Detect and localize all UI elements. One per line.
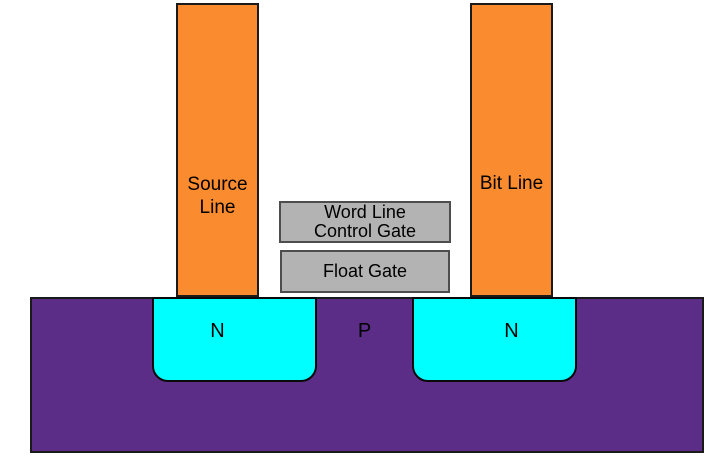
p-substrate (30, 297, 704, 453)
source-line-label: Source Line (187, 174, 248, 218)
word-line-label: Word Line (324, 202, 406, 222)
control-gate-label: Control Gate (313, 221, 417, 241)
p-substrate-label: P (357, 320, 372, 342)
n-region-left-label: N (210, 320, 225, 342)
float-gate-box: Float Gate (280, 250, 450, 293)
bit-line-contact (470, 3, 553, 297)
n-region-left (152, 297, 317, 382)
n-region-right (412, 297, 577, 382)
bit-line-label: Bit Line (479, 173, 544, 194)
n-region-right-label: N (504, 320, 519, 342)
source-line-contact (176, 3, 259, 297)
control-gate-box: Word Line Control Gate (279, 201, 451, 243)
float-gate-label: Float Gate (322, 261, 408, 281)
